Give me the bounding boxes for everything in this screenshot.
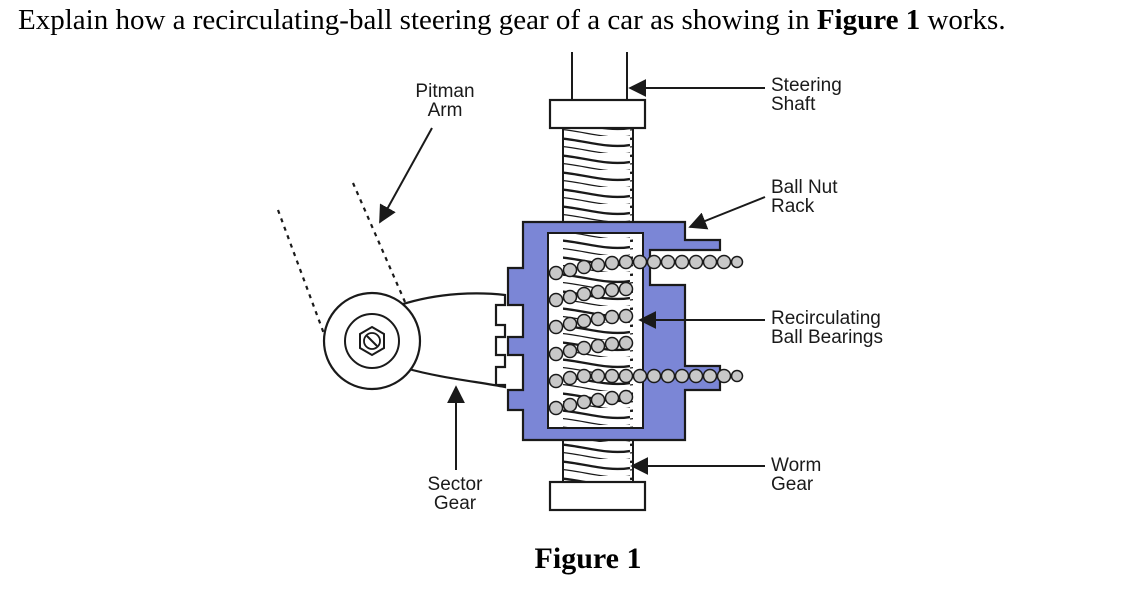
worm-gear-lower bbox=[548, 439, 647, 512]
ball-nut-rack bbox=[506, 220, 722, 442]
label-ball-bearings-line1: Recirculating bbox=[771, 308, 881, 329]
worm-gear-upper bbox=[562, 127, 634, 223]
label-steering-shaft: Steering Shaft bbox=[771, 76, 842, 114]
label-ball-bearings: Recirculating Ball Bearings bbox=[771, 309, 883, 347]
label-ball-nut-rack-line1: Ball Nut bbox=[771, 177, 838, 198]
label-pitman-arm-line1: Pitman bbox=[415, 81, 475, 102]
arrow-ball-nut-rack bbox=[688, 196, 766, 230]
label-ball-nut-rack: Ball Nut Rack bbox=[771, 178, 838, 216]
label-sector-gear-line1: Sector bbox=[427, 474, 483, 495]
sector-gear bbox=[322, 291, 507, 391]
arrow-pitman-arm bbox=[379, 127, 433, 224]
label-ball-bearings-line2: Ball Bearings bbox=[771, 327, 883, 348]
label-worm-gear: Worm Gear bbox=[771, 456, 821, 494]
leader-arrows bbox=[379, 79, 766, 475]
label-pitman-arm-line2: Arm bbox=[427, 100, 463, 121]
label-sector-gear-line2: Gear bbox=[433, 493, 477, 514]
pitman-arm-swing-lines bbox=[276, 182, 407, 351]
steering-shaft bbox=[548, 52, 647, 130]
question-text: Explain how a recirculating-ball steerin… bbox=[18, 2, 1006, 38]
label-sector-gear: Sector Gear bbox=[410, 475, 500, 513]
figure-caption: Figure 1 bbox=[534, 542, 642, 575]
label-steering-shaft-line2: Shaft bbox=[771, 94, 816, 115]
question-prefix: Explain how a recirculating-ball steerin… bbox=[18, 4, 817, 36]
label-worm-gear-line2: Gear bbox=[771, 474, 814, 495]
recirculating-ball-bearings bbox=[548, 254, 744, 416]
question-suffix: works. bbox=[920, 4, 1006, 36]
label-pitman-arm: Pitman Arm bbox=[400, 82, 490, 120]
label-worm-gear-line1: Worm bbox=[771, 455, 822, 476]
label-steering-shaft-line1: Steering bbox=[771, 75, 842, 96]
figure-reference: Figure 1 bbox=[816, 4, 921, 36]
label-ball-nut-rack-line2: Rack bbox=[771, 196, 815, 217]
